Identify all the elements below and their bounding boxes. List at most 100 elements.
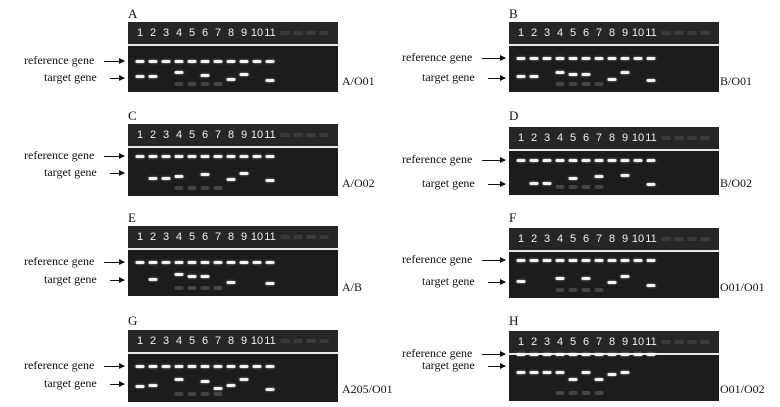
target-band bbox=[148, 74, 158, 78]
lane-number: 6 bbox=[582, 27, 590, 39]
panel-letter: B bbox=[509, 6, 518, 21]
lane-number: 1 bbox=[517, 132, 525, 144]
reference-gene-label: reference gene bbox=[24, 358, 95, 372]
reference-band bbox=[516, 159, 526, 162]
target-band bbox=[555, 277, 565, 281]
target-band bbox=[620, 71, 630, 75]
reference-band bbox=[516, 57, 526, 60]
empty-well bbox=[700, 31, 710, 35]
target-band bbox=[516, 371, 526, 375]
target-arrow bbox=[110, 277, 125, 283]
target-band bbox=[239, 172, 249, 175]
lane-number: 7 bbox=[595, 336, 603, 348]
gel-smear bbox=[187, 392, 197, 396]
target-band bbox=[542, 371, 552, 375]
lane-number: 10 bbox=[250, 129, 264, 141]
lane-number: 10 bbox=[631, 233, 645, 245]
reference-gene-label: reference gene bbox=[402, 152, 473, 166]
reference-band bbox=[239, 60, 249, 63]
empty-well bbox=[674, 31, 684, 35]
reference-band bbox=[581, 353, 591, 356]
reference-band bbox=[633, 159, 643, 162]
reference-band bbox=[568, 159, 578, 162]
lane-number: 9 bbox=[240, 231, 248, 243]
lane-number: 5 bbox=[188, 129, 196, 141]
target-band bbox=[594, 378, 604, 381]
empty-well bbox=[293, 31, 303, 35]
target-gene-label: target gene bbox=[422, 274, 475, 288]
reference-band bbox=[555, 353, 565, 356]
target-band bbox=[135, 385, 145, 389]
gel-smear bbox=[581, 288, 591, 292]
gel-header bbox=[128, 22, 338, 44]
reference-band bbox=[161, 155, 171, 158]
target-band bbox=[135, 74, 145, 78]
target-band bbox=[200, 380, 210, 384]
reference-band bbox=[239, 261, 249, 264]
lane-number: 5 bbox=[188, 335, 196, 347]
target-band bbox=[213, 386, 223, 390]
reference-band bbox=[542, 57, 552, 60]
target-band bbox=[148, 277, 158, 281]
target-band bbox=[226, 78, 236, 82]
lane-number: 10 bbox=[631, 132, 645, 144]
lane-number: 2 bbox=[149, 231, 157, 243]
gel-smear bbox=[568, 288, 578, 292]
lane-number: 10 bbox=[250, 27, 264, 39]
gel-header bbox=[509, 127, 719, 149]
target-arrow bbox=[488, 363, 506, 369]
reference-arrow bbox=[104, 259, 125, 265]
gel-header bbox=[509, 331, 719, 353]
panel-letter: C bbox=[128, 108, 137, 123]
reference-band bbox=[555, 57, 565, 60]
lane-number: 6 bbox=[201, 231, 209, 243]
lane-number: 8 bbox=[227, 335, 235, 347]
lane-number: 7 bbox=[214, 129, 222, 141]
panel-letter: G bbox=[128, 313, 138, 328]
lane-number: 11 bbox=[645, 336, 657, 348]
reference-gene-label: reference gene bbox=[402, 252, 473, 266]
panel-letter: A bbox=[128, 6, 138, 21]
reference-band bbox=[620, 353, 630, 356]
gel-divider bbox=[509, 149, 719, 151]
genotype-label: B/O01 bbox=[720, 74, 753, 88]
lane-number: 7 bbox=[595, 27, 603, 39]
reference-band bbox=[200, 155, 210, 158]
reference-band bbox=[620, 259, 630, 262]
empty-well bbox=[687, 136, 697, 140]
lane-number: 4 bbox=[175, 27, 183, 39]
target-band bbox=[200, 275, 210, 279]
reference-band bbox=[200, 365, 210, 368]
reference-band bbox=[607, 353, 617, 356]
target-gene-label: target gene bbox=[422, 176, 475, 190]
gel-smear bbox=[594, 185, 604, 189]
lane-number: 4 bbox=[556, 27, 564, 39]
reference-band bbox=[542, 159, 552, 162]
lane-number: 1 bbox=[517, 233, 525, 245]
lane-number: 4 bbox=[175, 231, 183, 243]
gel-smear bbox=[594, 288, 604, 292]
empty-well bbox=[280, 31, 290, 35]
reference-band bbox=[135, 155, 145, 158]
reference-band bbox=[594, 353, 604, 356]
target-band bbox=[555, 371, 565, 375]
target-band bbox=[226, 281, 236, 285]
target-band bbox=[646, 182, 656, 186]
reference-band bbox=[646, 259, 656, 262]
empty-well bbox=[306, 133, 316, 137]
empty-well bbox=[700, 136, 710, 140]
target-band bbox=[542, 181, 552, 185]
lane-number: 3 bbox=[162, 231, 170, 243]
gel-header bbox=[509, 228, 719, 250]
gel-smear bbox=[555, 391, 565, 395]
reference-band bbox=[135, 365, 145, 368]
empty-well bbox=[293, 339, 303, 343]
gel-smear bbox=[213, 186, 223, 190]
gel-smear bbox=[594, 391, 604, 395]
target-arrow bbox=[488, 75, 506, 81]
reference-arrow bbox=[482, 351, 506, 357]
empty-well bbox=[674, 237, 684, 241]
lane-number: 3 bbox=[543, 132, 551, 144]
